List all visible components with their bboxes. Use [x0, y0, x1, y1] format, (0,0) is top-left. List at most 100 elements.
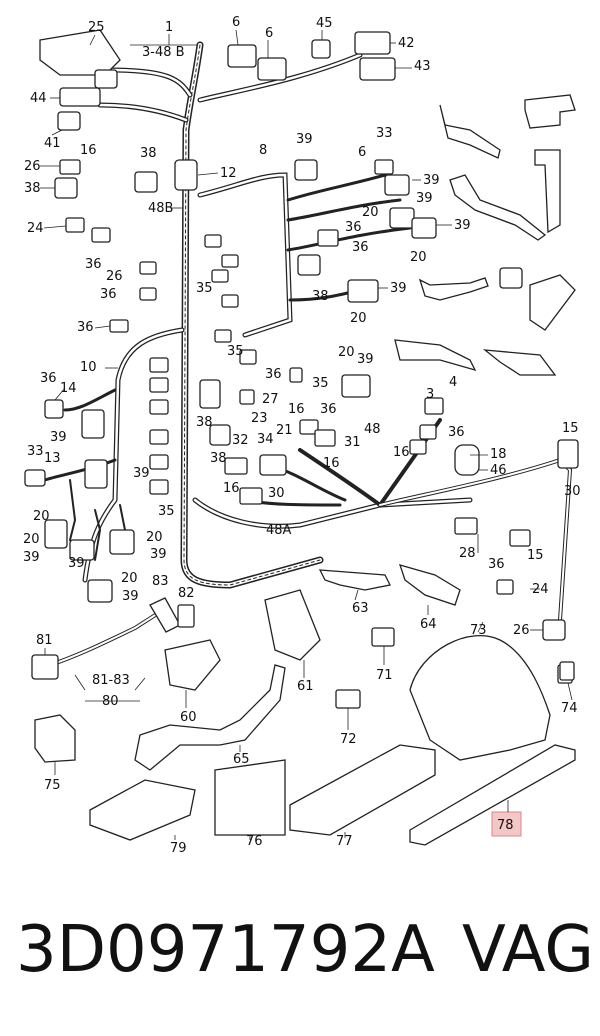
- label-46: 46: [490, 463, 507, 478]
- label-39h: 39: [133, 466, 150, 481]
- label-20g: 20: [23, 532, 40, 547]
- label-60: 60: [180, 710, 197, 725]
- label-24b: 24: [532, 582, 549, 597]
- label-10: 10: [80, 360, 97, 375]
- label-80: 80: [102, 694, 119, 709]
- label-39b: 39: [423, 173, 440, 188]
- label-75: 75: [44, 778, 61, 793]
- label-64: 64: [420, 617, 437, 632]
- label-12: 12: [220, 166, 237, 181]
- label-35b: 35: [227, 344, 244, 359]
- label-16a: 16: [80, 143, 97, 158]
- label-36f: 36: [265, 367, 282, 382]
- label-77: 77: [336, 834, 353, 849]
- label-16e: 16: [223, 481, 240, 496]
- label-20e: 20: [33, 509, 50, 524]
- label-71: 71: [376, 668, 393, 683]
- label-24a: 24: [27, 221, 44, 236]
- label-81: 81: [36, 633, 53, 648]
- label-39g: 39: [50, 430, 67, 445]
- label-23: 23: [251, 411, 268, 426]
- label-44: 44: [30, 91, 47, 106]
- label-81-83: 81-83: [92, 673, 130, 688]
- label-36a: 36: [345, 220, 362, 235]
- label-30a: 30: [268, 486, 285, 501]
- label-38a: 38: [24, 181, 41, 196]
- label-39k: 39: [150, 547, 167, 562]
- label-73: 73: [470, 623, 487, 638]
- label-78: 78: [497, 818, 514, 833]
- connector-shapes: [24, 29, 579, 684]
- label-39c: 39: [416, 191, 433, 206]
- label-34: 34: [257, 432, 274, 447]
- label-36e: 36: [77, 320, 94, 335]
- label-35d: 35: [158, 504, 175, 519]
- label-15a: 15: [562, 421, 579, 436]
- label-39a: 39: [296, 132, 313, 147]
- label-13: 13: [44, 451, 61, 466]
- label-43: 43: [414, 59, 431, 74]
- label-39i: 39: [23, 550, 40, 565]
- label-3-48b: 3-48 B: [142, 45, 185, 60]
- exploded-parts-drawing: 25 1 3-48 B 6 6 45 42 43 44 41 26 16 38 …: [23, 15, 581, 856]
- label-82: 82: [178, 586, 195, 601]
- label-79: 79: [170, 841, 187, 856]
- label-36g: 36: [40, 371, 57, 386]
- label-26a: 26: [24, 159, 41, 174]
- label-1: 1: [165, 20, 173, 35]
- label-38e: 38: [210, 451, 227, 466]
- label-33a: 33: [376, 126, 393, 141]
- part-number: 3D0971792A: [16, 913, 435, 987]
- label-32: 32: [232, 433, 249, 448]
- label-35a: 35: [196, 281, 213, 296]
- label-61: 61: [297, 679, 314, 694]
- label-36c: 36: [85, 257, 102, 272]
- label-6b: 6: [265, 26, 273, 41]
- label-8: 8: [259, 143, 267, 158]
- label-39f: 39: [357, 352, 374, 367]
- label-38c: 38: [312, 289, 329, 304]
- brackets-and-plates: [34, 94, 576, 846]
- wiring-harness-diagram: 25 1 3-48 B 6 6 45 42 43 44 41 26 16 38 …: [23, 15, 581, 856]
- label-20d: 20: [338, 345, 355, 360]
- label-39j: 39: [68, 556, 85, 571]
- label-4: 4: [449, 375, 457, 390]
- label-74: 74: [561, 701, 578, 716]
- label-20c: 20: [350, 311, 367, 326]
- brand-name: VAG: [462, 913, 594, 987]
- label-41: 41: [44, 136, 61, 151]
- label-83: 83: [152, 574, 169, 589]
- label-20a: 20: [362, 205, 379, 220]
- label-20f: 20: [146, 530, 163, 545]
- label-48a: 48A: [266, 523, 292, 538]
- label-26b: 26: [106, 269, 123, 284]
- label-36b: 36: [352, 240, 369, 255]
- label-6a: 6: [232, 15, 240, 30]
- label-16d: 16: [323, 456, 340, 471]
- part-number-footer: 3D0971792A VAG: [0, 892, 600, 1022]
- label-76: 76: [246, 834, 263, 849]
- label-42: 42: [398, 36, 415, 51]
- label-6c: 6: [358, 145, 366, 160]
- label-31: 31: [344, 435, 361, 450]
- label-65: 65: [233, 752, 250, 767]
- label-16b: 16: [288, 402, 305, 417]
- leader-lines: [40, 29, 573, 840]
- label-72: 72: [340, 732, 357, 747]
- label-3: 3: [426, 387, 434, 402]
- label-48: 48: [364, 422, 381, 437]
- label-28: 28: [459, 546, 476, 561]
- label-26c: 26: [513, 623, 530, 638]
- label-45: 45: [316, 16, 333, 31]
- label-36i: 36: [448, 425, 465, 440]
- label-38b: 38: [140, 146, 157, 161]
- label-15b: 15: [527, 548, 544, 563]
- label-39d: 39: [454, 218, 471, 233]
- label-14: 14: [60, 381, 77, 396]
- label-16c: 16: [393, 445, 410, 460]
- label-27: 27: [262, 392, 279, 407]
- callout-labels: 25 1 3-48 B 6 6 45 42 43 44 41 26 16 38 …: [23, 15, 581, 856]
- label-48b: 48B: [148, 201, 173, 216]
- label-36d: 36: [100, 287, 117, 302]
- label-20b: 20: [410, 250, 427, 265]
